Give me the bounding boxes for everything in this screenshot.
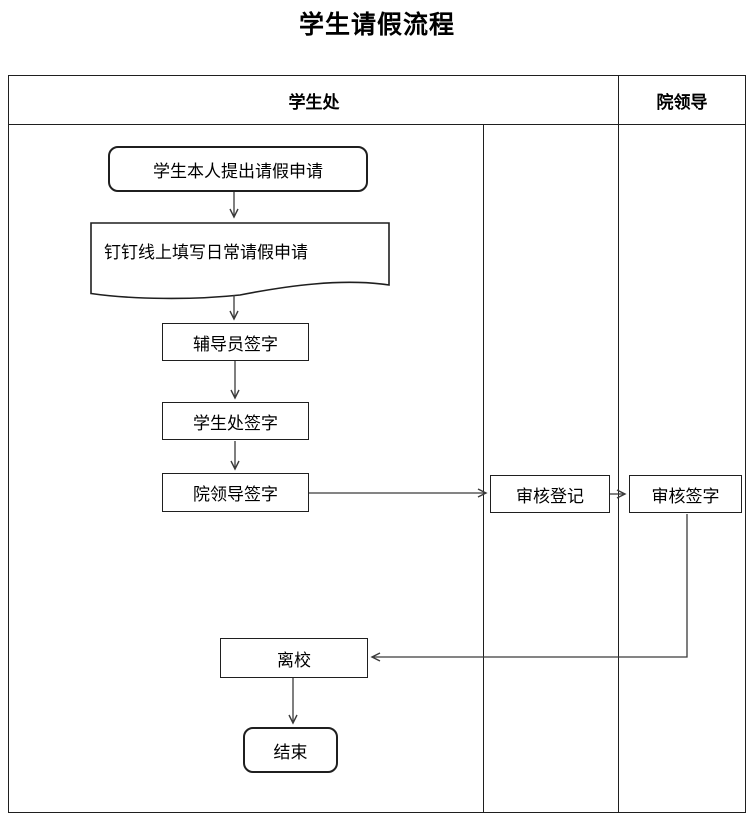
lane-header-dean: 院领导 <box>656 92 708 112</box>
node-form-label: 钉钉线上填写日常请假申请 <box>104 242 308 262</box>
document-shape-outline <box>90 222 390 300</box>
lane-divider-middle <box>483 124 484 812</box>
node-form-document: 钉钉线上填写日常请假申请 <box>90 222 390 300</box>
node-end: 结束 <box>243 727 338 773</box>
node-review-register: 审核登记 <box>490 475 610 513</box>
swimlane-frame: 学生处 院领导 <box>8 75 746 813</box>
node-review-sign: 审核签字 <box>629 475 742 513</box>
node-student-affairs-sign: 学生处签字 <box>162 402 309 440</box>
diagram-title: 学生请假流程 <box>298 11 455 39</box>
node-start: 学生本人提出请假申请 <box>108 146 368 192</box>
node-dean-sign: 院领导签字 <box>162 473 309 512</box>
node-leave-school: 离校 <box>220 638 368 678</box>
node-counselor-sign: 辅导员签字 <box>162 323 309 361</box>
lane-header-student-affairs: 学生处 <box>288 92 340 112</box>
lane-divider-dean <box>618 76 619 812</box>
lane-header-row: 学生处 院领导 <box>9 76 745 125</box>
